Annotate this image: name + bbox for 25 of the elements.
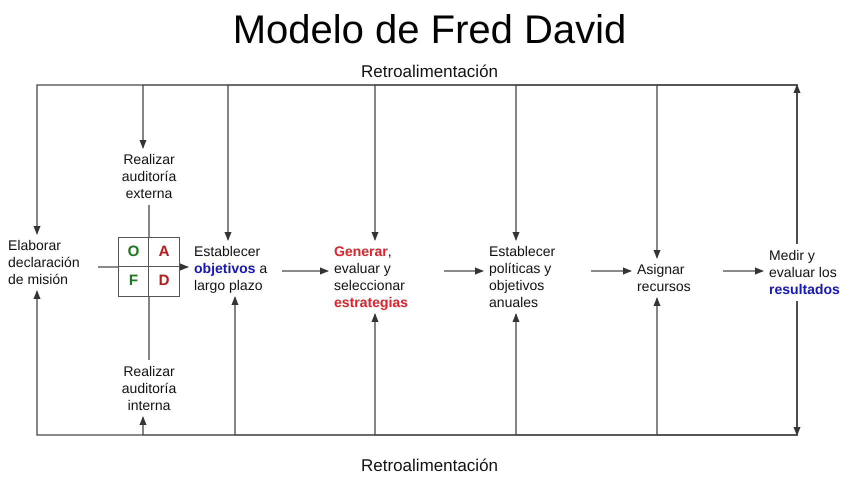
step-label: Establecer políticas y objetivos anuales	[489, 243, 556, 311]
title: Modelo de Fred David	[232, 7, 628, 54]
arrow	[282, 267, 329, 275]
matrix-letter: O	[119, 238, 149, 267]
step-label: Elaborar declaración de misión	[8, 237, 81, 288]
arrow	[444, 267, 484, 275]
arrow	[793, 423, 801, 436]
step-label: Realizar auditoría externa	[120, 151, 178, 202]
step-label: Generar, evaluar y seleccionar estrategias	[334, 243, 409, 311]
step-label: Establecer objetivos a largo plazo	[194, 243, 268, 294]
arrow	[653, 297, 798, 436]
matrix-letter: A	[149, 238, 179, 267]
matrix-letter: D	[158, 271, 170, 292]
matrix-letter: F	[119, 267, 149, 296]
arrow	[723, 267, 764, 275]
feedback-label: Retroalimentación	[360, 62, 499, 82]
swot-matrix	[118, 237, 180, 297]
arrow	[591, 267, 632, 275]
arrow	[653, 84, 798, 259]
step-label: Asignar recursos	[637, 261, 692, 295]
arrow	[180, 263, 189, 271]
step-label: Medir y evaluar los resultados	[769, 247, 841, 298]
arrow	[793, 84, 801, 97]
feedback-label: Retroalimentación	[360, 456, 499, 476]
step-label: Realizar auditoría interna	[120, 363, 178, 414]
